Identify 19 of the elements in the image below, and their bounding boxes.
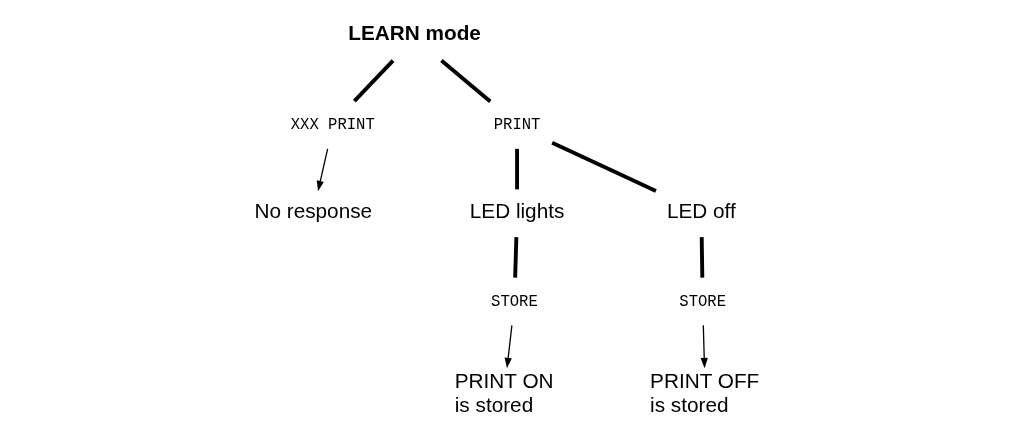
node-text: LED lights [469,199,564,223]
node-text: STORE [490,292,538,311]
node-text: PRINT ON is stored [454,369,554,416]
arrow [700,324,708,369]
arrow [316,148,328,192]
node-text: STORE [678,292,726,311]
connector [514,148,519,190]
node-text: No response [253,199,372,223]
connector [439,59,492,103]
connector [512,237,518,278]
connector [550,140,657,193]
connector [352,59,394,103]
node-text: XXX PRINT [290,116,375,135]
connector [699,237,704,278]
node-text: LED off [666,199,736,223]
node-text: PRINT [493,116,540,135]
node-text: LEARN mode [347,21,481,45]
node-text: PRINT OFF is stored [649,369,759,416]
arrow [504,324,513,369]
